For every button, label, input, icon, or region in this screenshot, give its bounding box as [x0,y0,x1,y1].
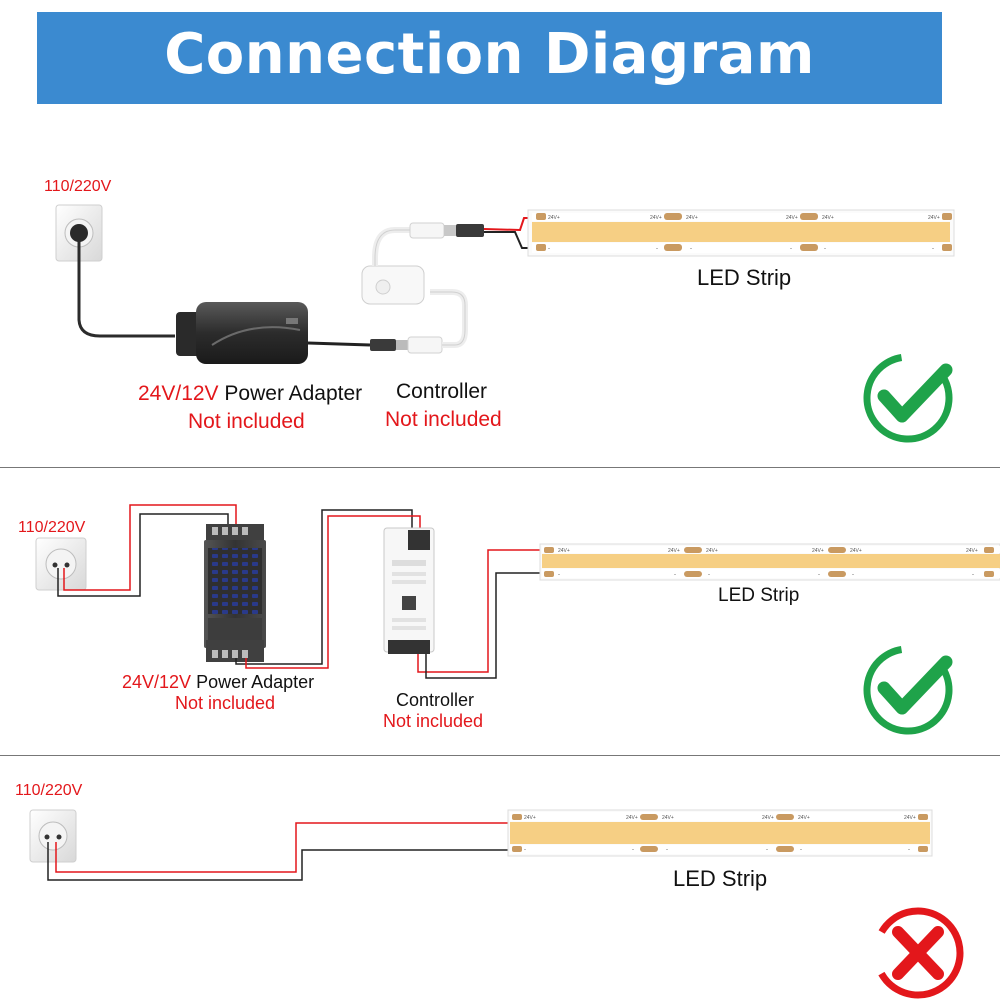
led-strip-label: LED Strip [697,265,792,290]
wall-socket-icon [35,537,87,591]
adapter-name: Power Adapter [224,382,363,405]
adapter-voltage: 24V/12V [138,382,219,405]
adapter-note: Not included [188,410,305,433]
strip-mark-negative: - [818,572,820,578]
controller-image [361,265,425,305]
adapter-label: 24V/12V Power Adapter [122,672,314,693]
strip-mark-negative: - [824,246,826,252]
led-strip-image [527,209,955,257]
check-icon [863,645,953,735]
page-title: Connection Diagram [164,22,815,87]
strip-mark-negative: - [790,246,792,252]
led-strip-image [507,809,933,857]
strip-mark-positive: 24V+ [904,815,916,821]
section-divider [0,755,1000,756]
led-strip-label: LED Strip [718,585,800,606]
strip-mark-negative: - [972,572,974,578]
controller-note: Not included [383,711,484,731]
controller-label: Controller [396,690,475,710]
power-adapter-image [176,302,308,364]
section-divider [0,467,1000,468]
strip-mark-positive: 24V+ [626,815,638,821]
adapter-note: Not included [175,693,276,713]
controller-note: Not included [385,408,502,431]
led-strip-label: LED Strip [673,866,768,891]
strip-mark-negative: - [766,847,768,853]
strip-mark-positive: 24V+ [650,215,662,221]
led-strip-image [539,543,1000,581]
adapter-label: 24V/12V Power Adapter [138,382,362,406]
adapter-name: Power Adapter [196,672,315,692]
strip-mark-positive: 24V+ [524,815,536,821]
title-banner: Connection Diagram [37,12,942,104]
wall-socket-icon [29,809,77,863]
strip-mark-positive: 24V+ [966,548,978,554]
strip-mark-negative: - [558,572,560,578]
strip-mark-positive: 24V+ [822,215,834,221]
strip-mark-negative: - [674,572,676,578]
strip-mark-positive: 24V+ [762,815,774,821]
strip-mark-negative: - [632,847,634,853]
strip-mark-negative: - [690,246,692,252]
strip-mark-negative: - [800,847,802,853]
voltage-label: 110/220V [15,782,83,799]
strip-mark-negative: - [708,572,710,578]
strip-mark-negative: - [666,847,668,853]
strip-mark-negative: - [852,572,854,578]
controller-label: Controller [396,380,488,403]
strip-mark-negative: - [908,847,910,853]
strip-mark-positive: 24V+ [798,815,810,821]
strip-mark-negative: - [932,246,934,252]
panel-3 [29,809,508,881]
strip-mark-positive: 24V+ [812,548,824,554]
strip-mark-negative: - [524,847,526,853]
strip-mark-positive: 24V+ [850,548,862,554]
strip-mark-positive: 24V+ [558,548,570,554]
strip-mark-positive: 24V+ [668,548,680,554]
adapter-voltage: 24V/12V [122,672,192,692]
strip-mark-negative: - [656,246,658,252]
strip-mark-positive: 24V+ [662,815,674,821]
check-icon [863,353,953,443]
strip-mark-positive: 24V+ [928,215,940,221]
strip-mark-positive: 24V+ [706,548,718,554]
cross-icon [872,907,964,999]
voltage-label: 110/220V [18,519,86,536]
power-supply-image [204,524,266,662]
strip-mark-positive: 24V+ [548,215,560,221]
strip-mark-positive: 24V+ [786,215,798,221]
panel-2 [35,504,540,679]
strip-mark-negative: - [548,246,550,252]
panel-1 [55,204,532,364]
strip-mark-positive: 24V+ [686,215,698,221]
controller-image [383,527,435,654]
voltage-label: 110/220V [44,178,112,195]
